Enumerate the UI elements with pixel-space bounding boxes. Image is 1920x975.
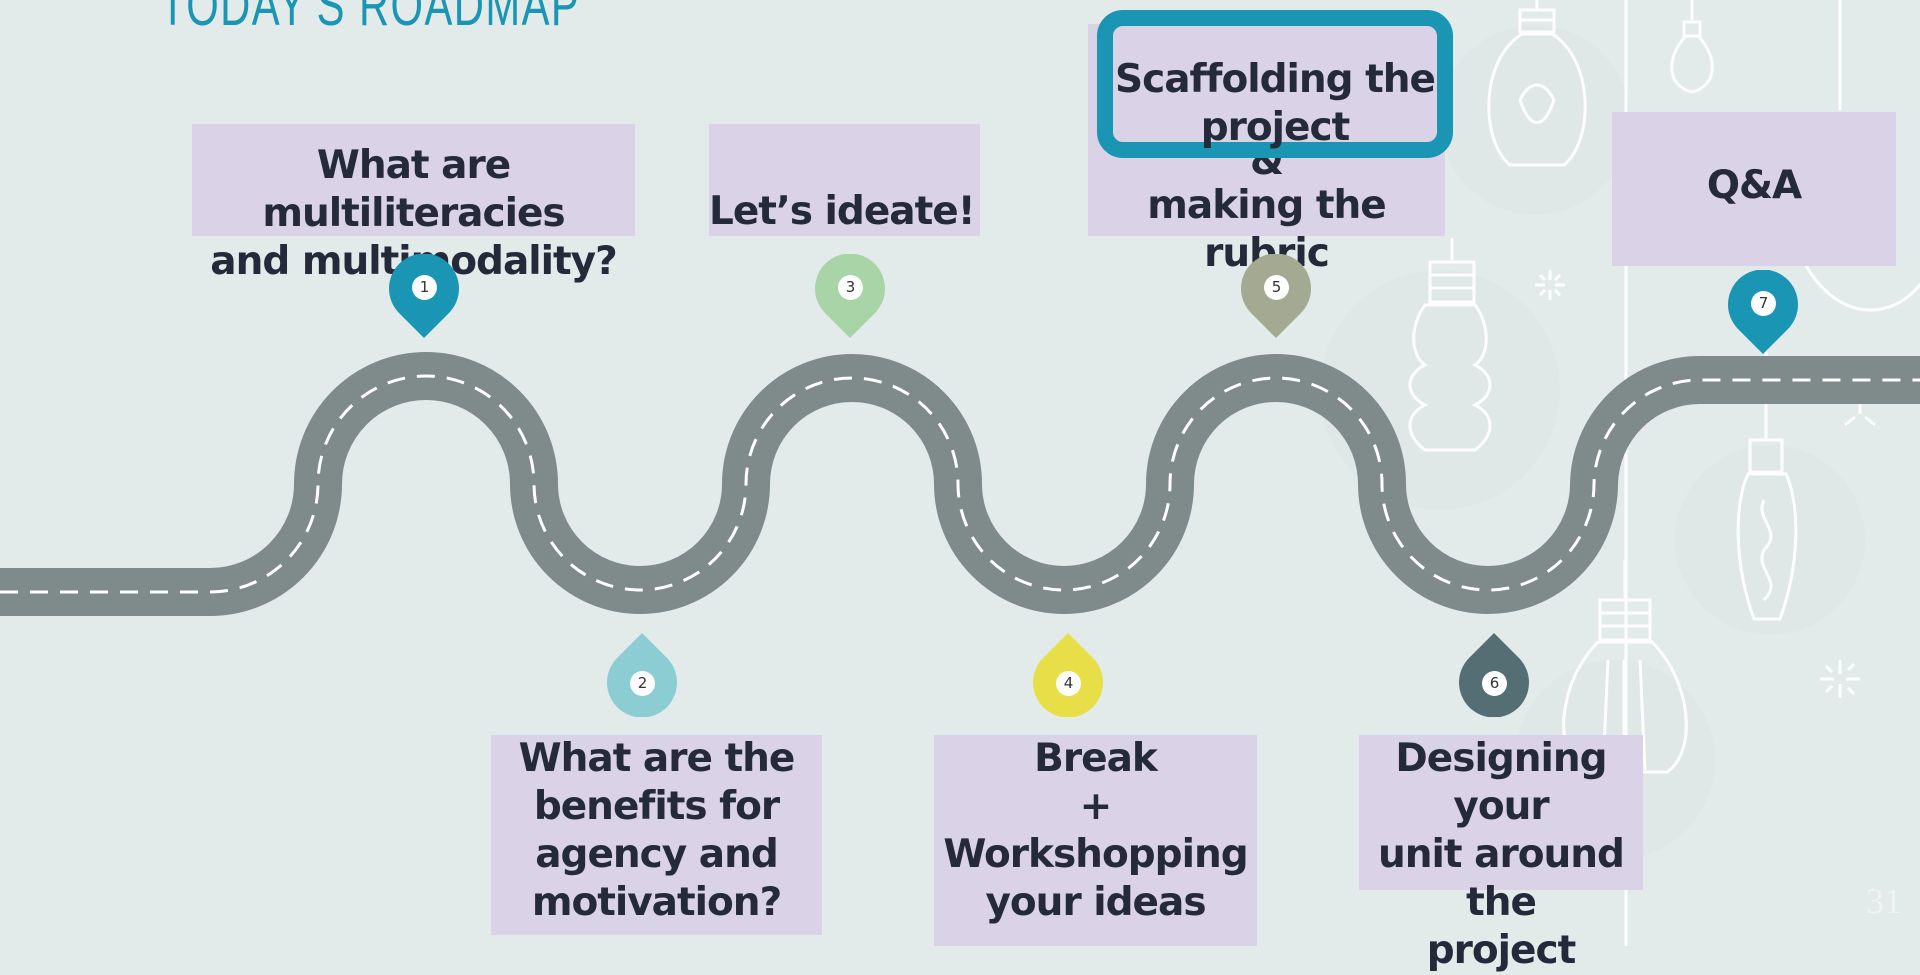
stop-3-marker: 3 [815, 253, 885, 338]
stop-6-label: Designing your unit around the project [1359, 735, 1643, 973]
stop-7-marker: 7 [1728, 269, 1798, 354]
stop-7-label: Q&A [1612, 112, 1896, 266]
stop-2-marker: 2 [607, 633, 677, 718]
stop-1-label: What are multiliteracies and multimodali… [192, 124, 635, 284]
stop-2-label: What are the benefits for agency and mot… [491, 735, 822, 935]
winding-road [0, 351, 1920, 616]
stop-4-marker: 4 [1033, 633, 1103, 718]
scaffolding-highlight-box: Scaffolding the project [1097, 10, 1453, 158]
slide-number: 31 [1866, 881, 1902, 921]
stop-5-marker: 5 [1241, 253, 1311, 338]
stop-3-label: Let’s ideate! [709, 124, 980, 236]
stop-6-marker: 6 [1459, 633, 1529, 718]
stop-1-marker: 1 [389, 253, 459, 338]
stop-4-label: Break + Workshopping your ideas [934, 735, 1257, 946]
lightbulbs-decoration [1408, 0, 1920, 946]
slide-title: TODAY'S ROADMAP [160, 0, 581, 38]
